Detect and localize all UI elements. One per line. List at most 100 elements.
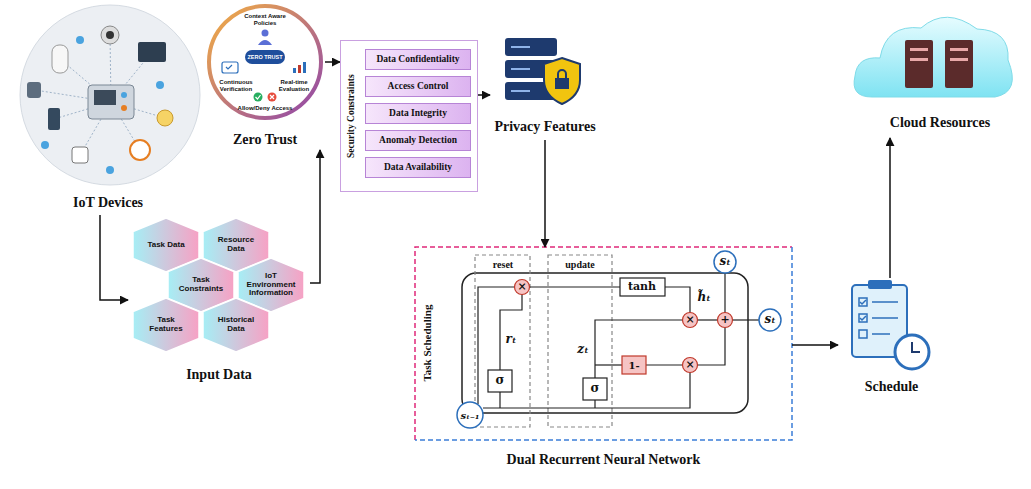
zero-trust-illustration xyxy=(293,68,296,73)
iot-devices-illustration xyxy=(157,110,173,126)
vertical-title: Task Scheduling xyxy=(421,305,433,382)
operator-symbol: × xyxy=(517,281,526,293)
zero-trust-illustration xyxy=(209,6,321,118)
zero-trust-illustration xyxy=(256,95,261,99)
iot-devices-illustration xyxy=(27,82,41,98)
gru-cell xyxy=(595,320,683,378)
sigmoid-symbol: σ xyxy=(496,374,505,387)
constraint-box: Data Integrity xyxy=(365,103,471,124)
gru-cell xyxy=(457,251,781,428)
node-text: Schedule xyxy=(865,379,919,394)
node-text: Input Data xyxy=(186,367,252,382)
node-text: Historical Data xyxy=(210,316,262,334)
iot-devices-illustration xyxy=(88,85,134,119)
flow-arrow xyxy=(889,138,891,278)
schedule-icon xyxy=(872,301,898,303)
dashed-frame xyxy=(415,247,792,440)
state-label: sₜ₋₁ xyxy=(461,410,480,421)
node-text: Cloud Resources xyxy=(890,115,990,130)
gru-cell xyxy=(483,372,690,408)
gru-cell xyxy=(714,251,736,273)
zero-trust-illustration xyxy=(303,62,306,73)
zero-trust-illustration xyxy=(298,65,301,73)
cloud-icon xyxy=(854,17,1012,97)
schedule-icon xyxy=(852,280,929,369)
hexagon-box: Task Features xyxy=(133,298,199,352)
schedule-icon xyxy=(872,333,890,335)
operator-symbol: × xyxy=(685,359,694,371)
circle-label: Allow/Deny Access xyxy=(238,105,293,112)
node-text: Data Availability xyxy=(384,162,452,172)
gru-cell xyxy=(665,287,690,313)
gru-cell xyxy=(683,313,698,328)
server-lock-icon xyxy=(511,47,530,91)
cloud-icon xyxy=(950,58,968,61)
gru-cell xyxy=(500,294,522,370)
signal-name: h̃ₜ xyxy=(697,291,710,304)
server-lock-icon xyxy=(505,38,557,56)
gru-cell xyxy=(548,255,612,427)
hexagon-shape xyxy=(203,298,269,352)
flow-arrow xyxy=(100,215,128,300)
gru-cell xyxy=(759,309,781,331)
hexagon-box: Historical Data xyxy=(203,298,269,352)
gru-cell xyxy=(620,278,665,296)
node-text: Resource Data xyxy=(210,236,262,254)
flow-arrow xyxy=(478,94,490,96)
activation-label: tanh xyxy=(628,281,656,293)
signal-name: rₜ xyxy=(506,333,517,346)
iot-devices-node: IoT Devices xyxy=(8,3,205,215)
node-text: Task Constraints xyxy=(175,276,227,294)
node-text: Dual Recurrent Neural Network xyxy=(507,452,701,467)
iot-devices-illustration xyxy=(121,92,127,98)
gru-cell xyxy=(697,319,718,320)
zero-trust-illustration xyxy=(226,65,232,69)
zero-trust-illustration xyxy=(245,50,285,64)
gate-label: update xyxy=(565,259,594,270)
cloud-icon xyxy=(905,40,933,88)
zero-trust-illustration xyxy=(209,6,321,118)
constraint-box: Data Confidentiality xyxy=(365,49,471,70)
gru-cell xyxy=(595,364,622,365)
iot-devices-illustration xyxy=(121,105,127,111)
cloud-icon xyxy=(910,48,968,61)
iot-devices-illustration xyxy=(35,35,165,155)
server-lock-icon xyxy=(511,46,530,48)
server-lock-icon xyxy=(558,70,566,78)
schedule-node: Schedule xyxy=(838,278,945,400)
dual-rnn-box: Task SchedulingDual Recurrent Neural Net… xyxy=(415,247,792,475)
iot-devices-illustration xyxy=(20,5,200,185)
zero-trust-illustration xyxy=(222,62,238,73)
operator-symbol: × xyxy=(685,314,694,326)
flow-arrow xyxy=(544,140,546,247)
cloud-icon xyxy=(854,17,1012,97)
iot-devices-illustration xyxy=(106,31,114,39)
schedule-icon xyxy=(859,330,867,338)
gru-cell xyxy=(683,358,698,373)
gru-cell xyxy=(462,273,748,413)
signal-name: zₜ xyxy=(577,343,588,356)
circle-label: Context Aware Policies xyxy=(238,13,292,26)
cloud-icon xyxy=(910,48,928,51)
node-text: Task Data xyxy=(147,241,184,250)
schedule-icon xyxy=(912,342,920,352)
constraint-box: Data Availability xyxy=(365,157,471,178)
gru-cell xyxy=(499,392,500,408)
flow-arrow xyxy=(792,344,838,346)
node-text: Zero Trust xyxy=(233,132,297,147)
state-label: sₜ xyxy=(719,255,730,268)
circle-label: Continuous Verification xyxy=(216,79,256,92)
dashed-frame xyxy=(415,247,792,440)
node-text: Task Features xyxy=(140,316,192,334)
flow-arrow xyxy=(310,150,320,283)
iot-devices-illustration xyxy=(106,166,114,174)
server-lock-icon xyxy=(505,38,580,104)
iot-devices-illustration xyxy=(72,147,88,163)
iot-devices-illustration xyxy=(48,108,60,130)
schedule-icon xyxy=(895,335,929,369)
cloud-icon xyxy=(910,58,928,61)
iot-devices-illustration xyxy=(94,90,116,105)
cloud-icon xyxy=(945,40,973,88)
zero-trust-illustration xyxy=(254,93,263,102)
constraint-box: Anomaly Detection xyxy=(365,130,471,151)
